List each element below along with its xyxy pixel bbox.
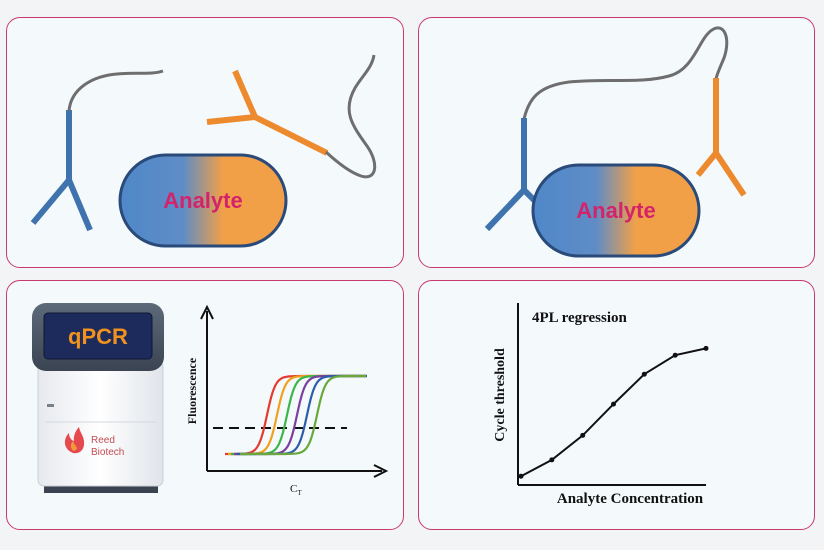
analyte-label: Analyte — [163, 188, 242, 213]
regression-chart: 4PL regression Cycle threshold Analyte C… — [493, 303, 709, 507]
chart-title: 4PL regression — [532, 310, 628, 326]
qpcr-instrument: qPCR Reed Biotech — [32, 303, 164, 493]
regression-point — [641, 371, 647, 377]
amplification-chart: Fluorescence CT — [185, 304, 389, 497]
analyte-capsule: Analyte — [118, 153, 288, 248]
regression-point — [518, 473, 524, 479]
blue-antibody — [484, 118, 540, 232]
orange-antibody — [206, 69, 329, 156]
brand-line-1: Reed — [91, 435, 115, 446]
x-axis-label: Analyte Concentration — [557, 491, 704, 507]
y-axis-label: Cycle threshold — [493, 348, 508, 442]
orange-antibody — [695, 78, 747, 197]
brand-line-2: Biotech — [91, 447, 124, 458]
regression-panel: 4PL regression Cycle threshold Analyte C… — [418, 280, 815, 530]
blue-antibody — [30, 110, 93, 232]
blue-linker — [67, 69, 164, 112]
unbound-panel: Analyte — [6, 17, 404, 268]
unbound-diagram: Analyte — [30, 54, 377, 248]
amplification-curve — [240, 374, 366, 456]
flame-logo-icon — [64, 427, 85, 454]
regression-point — [703, 345, 709, 351]
regression-point — [672, 352, 678, 358]
bound-panel: Analyte — [418, 17, 815, 268]
qpcr-diagram: qPCR Reed Biotech Fluorescence CT — [32, 303, 389, 497]
regression-point — [580, 432, 586, 438]
amplification-curve — [237, 374, 367, 456]
amplification-curves — [225, 374, 367, 456]
screen-label: qPCR — [68, 324, 128, 349]
regression-point — [611, 401, 616, 407]
fluorescence-axis-label: Fluorescence — [185, 357, 199, 424]
orange-linker — [324, 54, 377, 179]
regression-series — [518, 345, 709, 479]
instrument-screen — [43, 312, 153, 360]
regression-line — [520, 347, 707, 478]
ct-axis-label: CT — [290, 483, 302, 497]
regression-point — [549, 457, 555, 463]
bound-diagram: Analyte — [484, 26, 747, 258]
analyte-capsule: Analyte — [531, 163, 701, 258]
qpcr-panel: qPCR Reed Biotech Fluorescence CT — [6, 280, 404, 530]
bridging-linker — [522, 26, 729, 120]
analyte-label: Analyte — [576, 198, 655, 223]
